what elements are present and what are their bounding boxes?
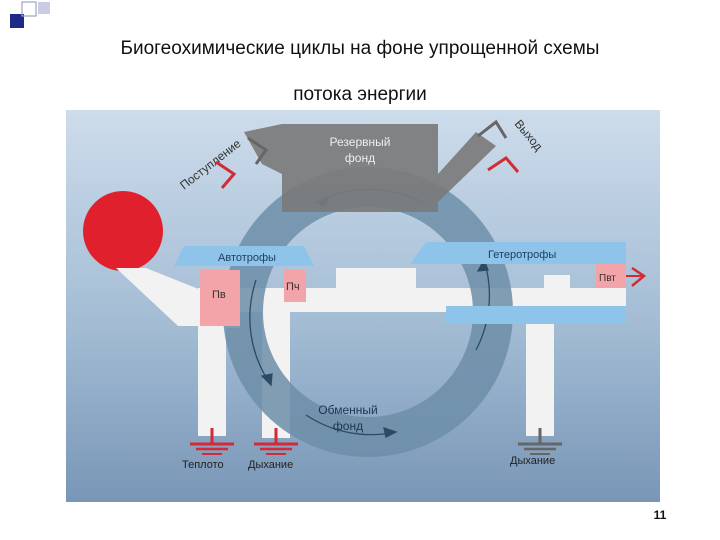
heterotrophs-block: Гетеротрофы Пвт <box>410 242 647 324</box>
ring-arrowhead-bottom <box>383 427 398 438</box>
pv-label: Пв <box>212 289 226 301</box>
output-arrows <box>477 119 520 173</box>
ring-arrowhead-left <box>260 373 273 387</box>
slide-title-line2: потока энергии <box>293 84 427 105</box>
energy-flow-channel <box>116 268 626 438</box>
respiration2-down-channel <box>526 308 554 436</box>
heterotrophs-bar <box>410 242 626 264</box>
respiration-sink-1: Дыхание <box>248 428 298 471</box>
autotrophs-label: Автотрофы <box>218 252 276 264</box>
pch-label: Пч <box>286 281 300 293</box>
corner-square-light-2 <box>38 2 50 14</box>
sunlight-input-channel <box>116 268 201 326</box>
heat-down-channel <box>198 328 226 436</box>
pvt-box <box>596 264 626 288</box>
autotrophs-block: Автотрофы Пв Пч <box>174 246 314 326</box>
corner-decoration <box>10 1 50 28</box>
heat-sink: Теплото <box>182 428 234 471</box>
corner-square-dark <box>10 14 24 28</box>
output-arrow-gray <box>477 119 508 139</box>
output-arrow-red <box>487 156 520 173</box>
reserve-fund-label-2: фонд <box>345 151 375 165</box>
input-arrow-red <box>215 160 237 189</box>
corner-square-light <box>21 1 37 17</box>
heterotrophs-label: Гетеротрофы <box>488 249 556 261</box>
ring-arrow-left <box>249 279 272 386</box>
exchange-fund-label-2: фонд <box>333 419 363 433</box>
page-number: 11 <box>653 508 667 522</box>
autotrophs-bar <box>174 246 314 266</box>
respiration-label-1: Дыхание <box>248 459 293 471</box>
input-arrow-gray <box>247 136 269 165</box>
input-arrows <box>215 136 269 189</box>
ring-arrowhead-right <box>476 258 489 272</box>
pch-box <box>284 270 306 302</box>
pvt-label: Пвт <box>599 273 616 284</box>
respiration-label-2: Дыхание <box>510 455 555 467</box>
respiration-sink-2: Дыхание <box>510 428 562 467</box>
exchange-fund-label-1: Обменный <box>318 403 377 417</box>
biogeochemical-cycle-diagram: Резервный фонд Поступление Выход Автотро… <box>66 110 660 502</box>
pv-box <box>200 270 240 326</box>
heterotroph-lower-bar <box>446 306 626 324</box>
reserve-fund-box <box>282 124 438 212</box>
sun-circle <box>83 191 163 271</box>
slide-title-line1: Биогеохимические циклы на фоне упрощенно… <box>120 38 600 59</box>
heat-label: Теплото <box>182 459 224 471</box>
reserve-output-neck <box>438 132 496 202</box>
reserve-fund-label-1: Резервный <box>330 135 391 149</box>
sink-bridge <box>336 268 416 290</box>
